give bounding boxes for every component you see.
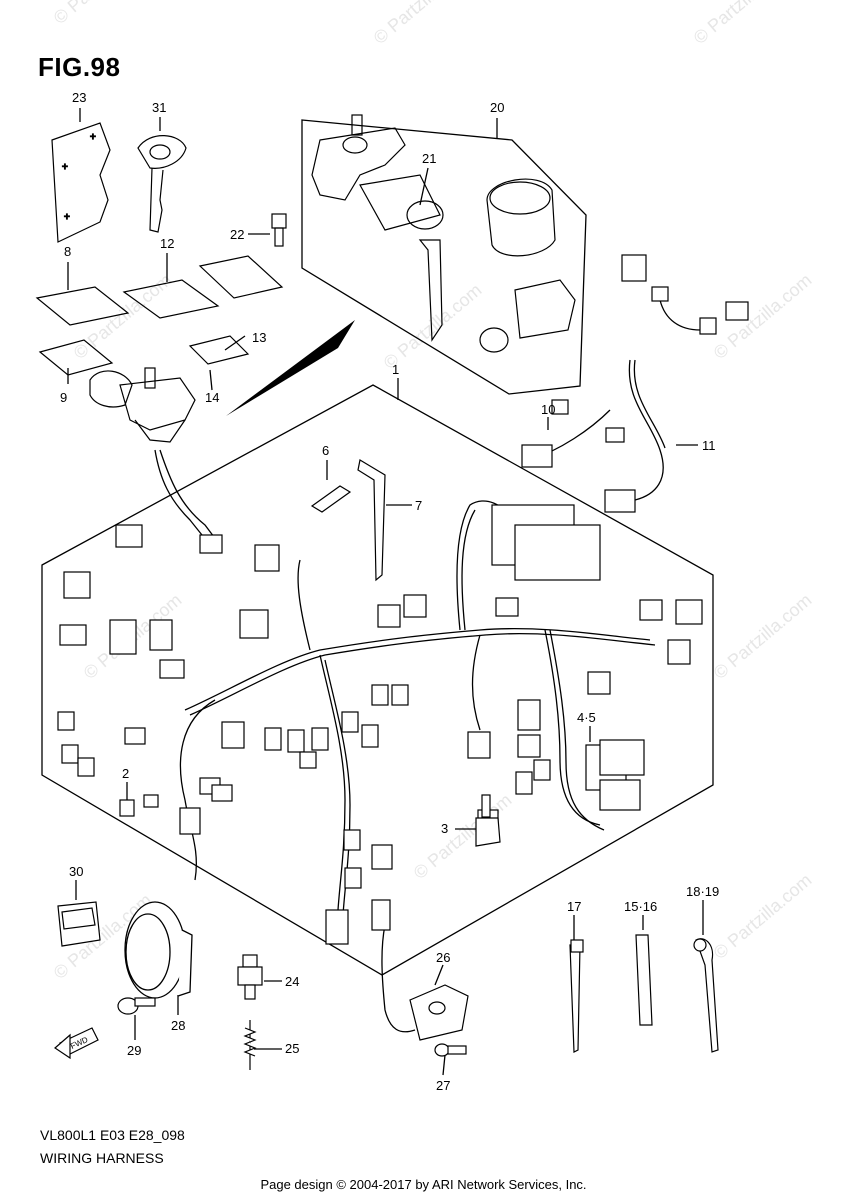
callout-23: 23 xyxy=(72,90,86,105)
callout-2: 2 xyxy=(122,766,129,781)
callout-15-16: 15·16 xyxy=(624,899,657,914)
cable-ties xyxy=(569,934,719,1053)
svg-text:+: + xyxy=(64,212,70,223)
callout-12: 12 xyxy=(160,236,174,251)
callout-22: 22 xyxy=(230,227,244,242)
callout-18-19: 18·19 xyxy=(686,884,719,899)
callout-6: 6 xyxy=(322,443,329,458)
plate-part: + + + xyxy=(51,122,111,243)
labels-parts xyxy=(35,255,284,376)
callout-8: 8 xyxy=(64,244,71,259)
figure-caption: WIRING HARNESS xyxy=(40,1150,164,1166)
callout-20: 20 xyxy=(490,100,504,115)
callout-26: 26 xyxy=(436,950,450,965)
callout-7: 7 xyxy=(415,498,422,513)
sensor-part xyxy=(475,794,501,847)
svg-text:+: + xyxy=(62,162,68,173)
ignition-switch-parts xyxy=(311,114,576,353)
callout-9: 9 xyxy=(60,390,67,405)
callout-labels: 23 31 20 21 22 8 12 13 9 14 1 10 11 6 7 … xyxy=(60,90,719,1093)
callout-24: 24 xyxy=(285,974,299,989)
callout-17: 17 xyxy=(567,899,581,914)
page-footer: Page design © 2004-2017 by ARI Network S… xyxy=(260,1177,587,1192)
direction-wedge xyxy=(226,320,355,416)
watermark-text: © Partzilla.com xyxy=(50,0,156,28)
watermark-text: © Partzilla.com xyxy=(710,870,816,963)
lock-parts xyxy=(89,367,196,443)
ignition-set-box xyxy=(301,119,587,395)
callout-29: 29 xyxy=(127,1043,141,1058)
callout-3: 3 xyxy=(441,821,448,836)
model-code: VL800L1 E03 E28_098 xyxy=(40,1127,185,1143)
clamp-and-tie xyxy=(310,459,386,582)
callout-25: 25 xyxy=(285,1041,299,1056)
svg-text:+: + xyxy=(90,132,96,143)
watermarks: © Partzilla.com © Partzilla.com © Partzi… xyxy=(50,0,816,983)
watermark-text: © Partzilla.com xyxy=(710,590,816,683)
callout-1: 1 xyxy=(392,362,399,377)
switch-spring-parts xyxy=(237,954,263,1070)
connectors xyxy=(57,254,749,945)
callout-13: 13 xyxy=(252,330,266,345)
bracket-part xyxy=(409,984,469,1057)
callout-30: 30 xyxy=(69,864,83,879)
callout-27: 27 xyxy=(436,1078,450,1093)
callout-4-5: 4·5 xyxy=(577,710,596,725)
watermark-text: © Partzilla.com xyxy=(70,270,176,363)
watermark-text: © Partzilla.com xyxy=(380,280,486,373)
watermark-text: © Partzilla.com xyxy=(690,0,796,48)
fwd-arrow-icon: FWD xyxy=(54,1027,99,1060)
callout-28: 28 xyxy=(171,1018,185,1033)
callout-10: 10 xyxy=(541,402,555,417)
callout-21: 21 xyxy=(422,151,436,166)
callout-14: 14 xyxy=(205,390,219,405)
callout-11: 11 xyxy=(702,438,716,453)
callout-31: 31 xyxy=(152,100,166,115)
bolt-part xyxy=(117,997,156,1015)
relay-part xyxy=(57,901,101,947)
figure-title: FIG.98 xyxy=(38,52,121,82)
watermark-text: © Partzilla.com xyxy=(370,0,476,48)
harness-box xyxy=(41,384,714,976)
harness-wires xyxy=(154,299,701,1033)
screw-part xyxy=(271,213,287,247)
horn-part xyxy=(124,901,193,999)
key-part xyxy=(137,135,187,233)
